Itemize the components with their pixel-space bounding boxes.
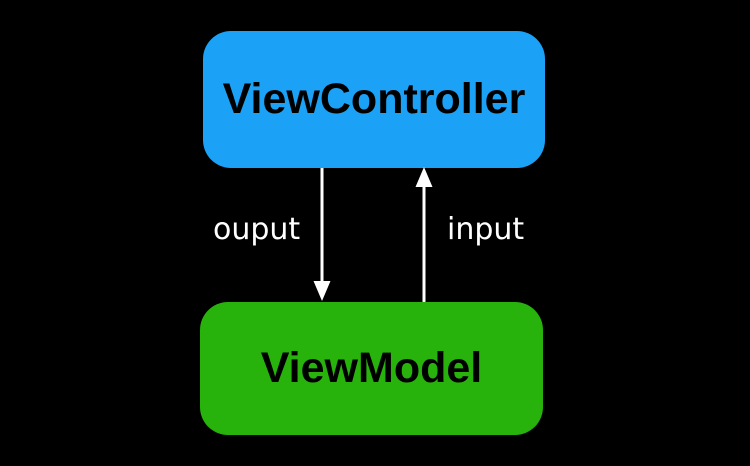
input-arrow-label: input [447, 212, 525, 247]
node-viewmodel: ViewModel [200, 302, 543, 435]
node-viewmodel-label: ViewModel [260, 344, 483, 392]
input-arrow [415, 167, 433, 303]
output-arrow-label: ouput [213, 212, 301, 247]
output-arrow [313, 168, 331, 301]
node-viewcontroller-label: ViewController [222, 75, 526, 123]
node-viewcontroller: ViewController [203, 31, 545, 168]
